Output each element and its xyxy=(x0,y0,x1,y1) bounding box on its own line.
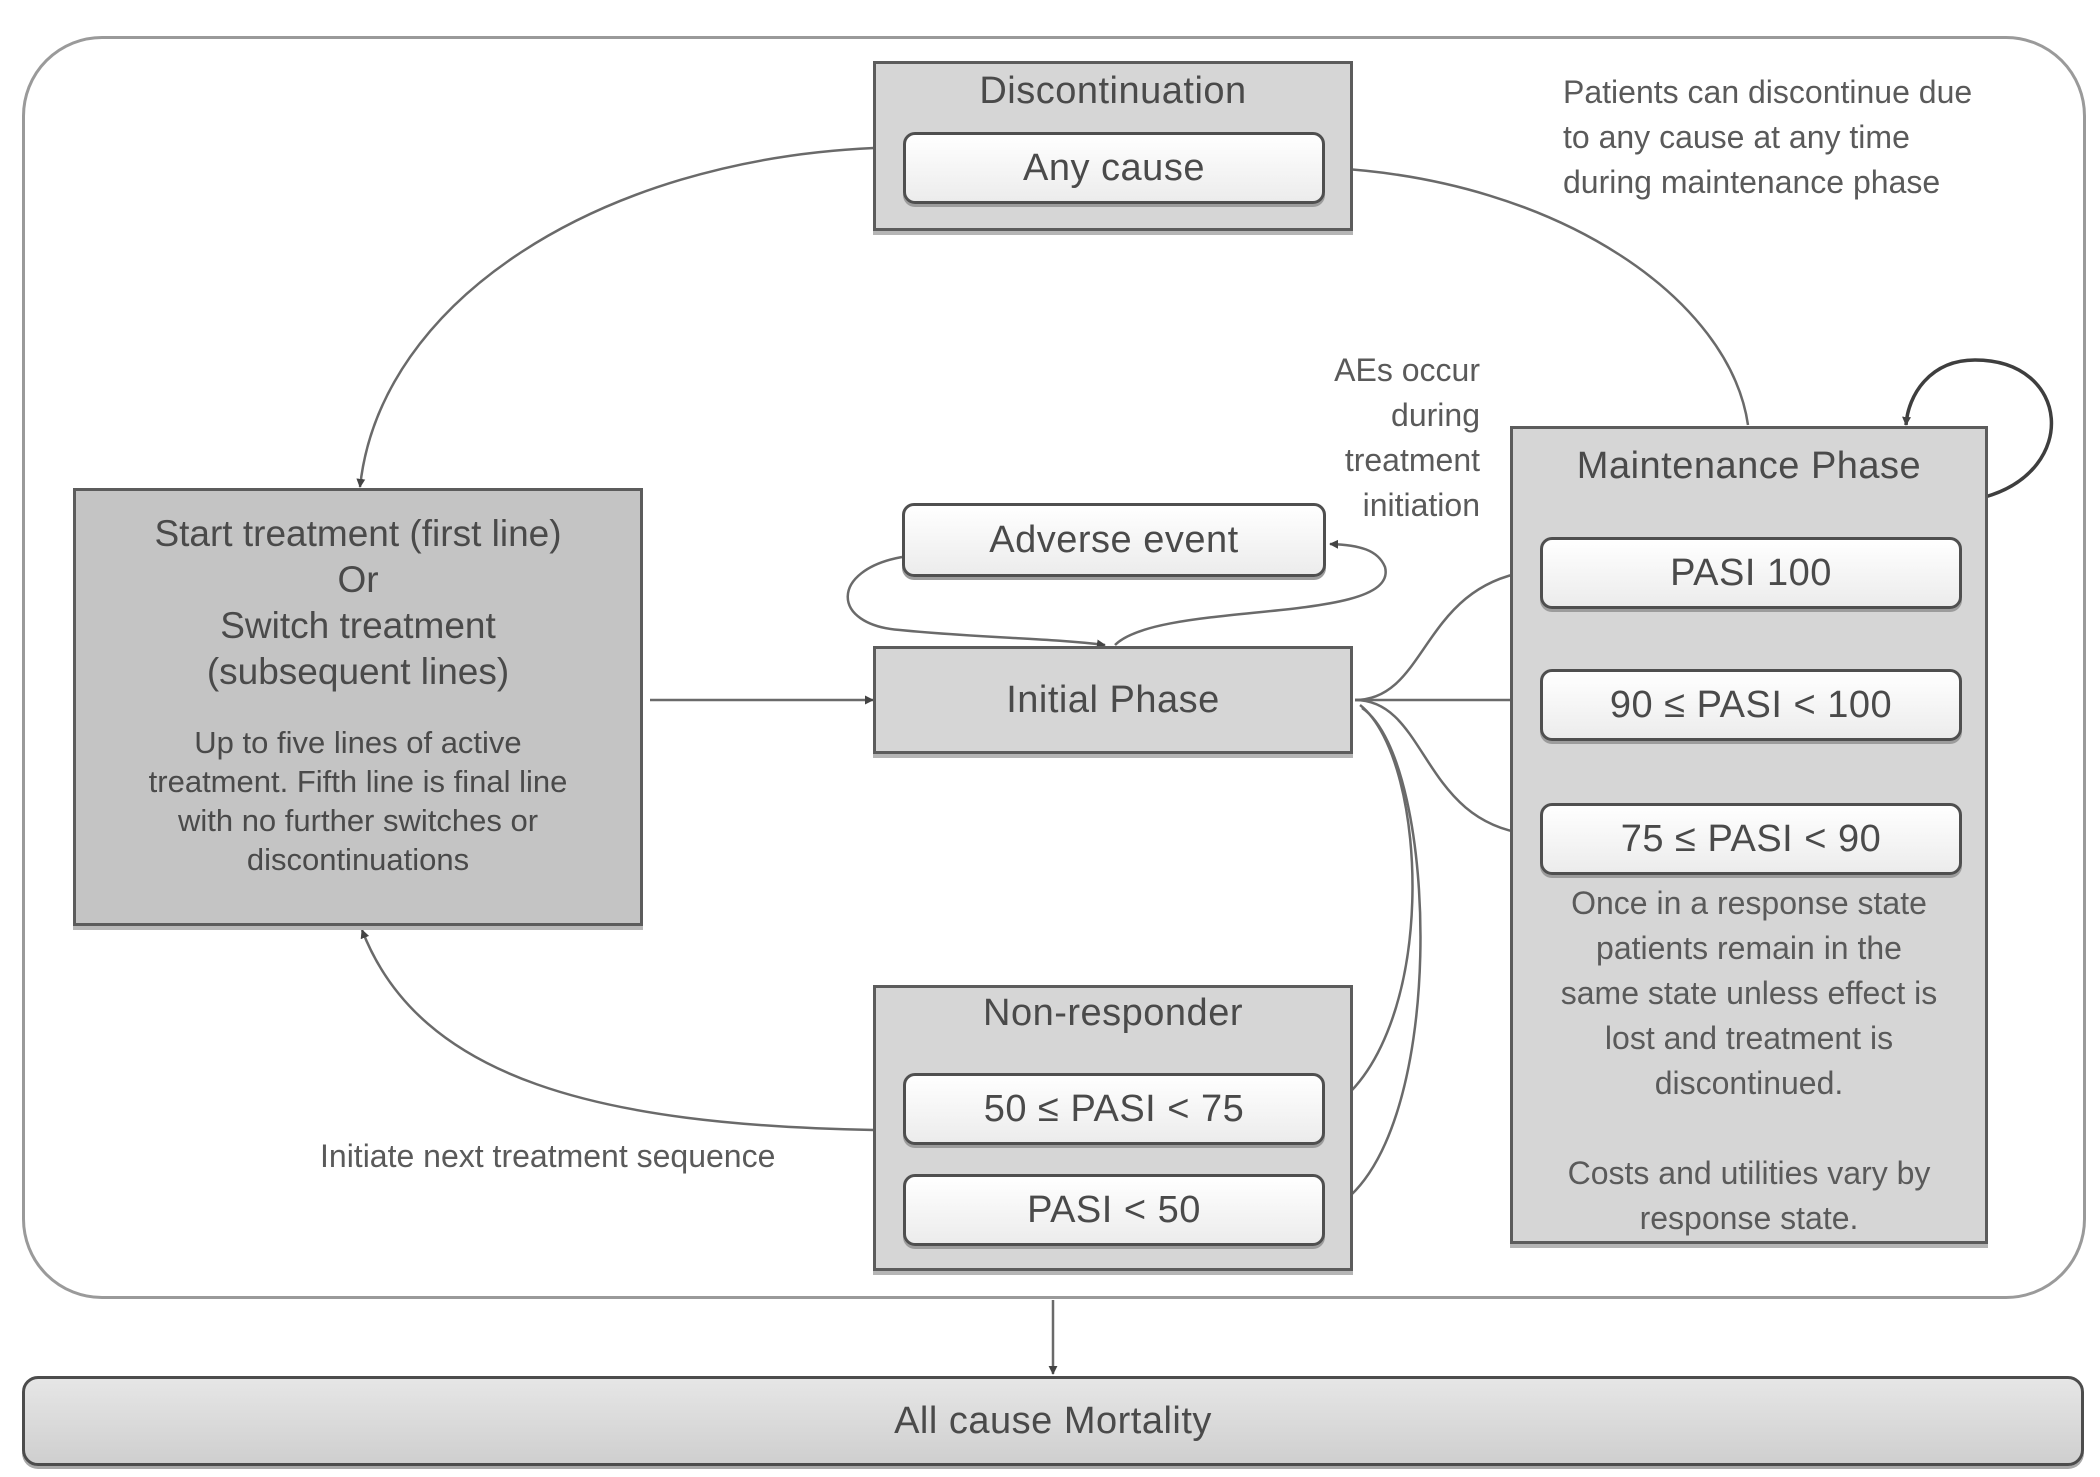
discontinuation-title: Discontinuation xyxy=(979,70,1247,112)
discontinuation-box: Discontinuation Any cause xyxy=(873,61,1353,231)
maintenance-phase-box: Maintenance Phase PASI 100 90 ≤ PASI < 1… xyxy=(1510,426,1988,1244)
initial-phase-box: Initial Phase xyxy=(873,646,1353,754)
adverse-event-state: Adverse event xyxy=(902,503,1326,577)
start-treatment-note: Up to five lines of active treatment. Fi… xyxy=(148,725,568,877)
arrow-maintenance-to-discontinuation xyxy=(1329,163,1750,426)
arrow-maintenance-self-loop xyxy=(1902,358,2053,499)
arrow-nonresponder-to-start xyxy=(360,929,875,1132)
arrow-discontinuation-to-start xyxy=(356,146,875,488)
pasi-100-state: PASI 100 xyxy=(1540,537,1962,609)
start-treatment-box: Start treatment (first line) Or Switch t… xyxy=(73,488,643,926)
maintenance-phase-title: Maintenance Phase xyxy=(1576,445,1922,487)
pasi-50-75-state: 50 ≤ PASI < 75 xyxy=(903,1073,1325,1145)
arrow-initial-to-adverse xyxy=(1114,539,1387,646)
non-responder-title: Non-responder xyxy=(983,992,1243,1034)
arrow-initial-to-pasi100 xyxy=(1354,566,1541,702)
start-treatment-label: Start treatment (first line) Or Switch t… xyxy=(154,513,562,692)
initial-phase-label: Initial Phase xyxy=(1006,678,1220,721)
discontinuation-note: Patients can discontinue due to any caus… xyxy=(1563,74,1973,200)
mortality-box: All cause Mortality xyxy=(22,1376,2084,1466)
non-responder-box: Non-responder 50 ≤ PASI < 75 PASI < 50 xyxy=(873,985,1353,1271)
model-boundary xyxy=(22,36,2086,1299)
pasi-90-100-state: 90 ≤ PASI < 100 xyxy=(1540,669,1962,741)
arrow-adverse-to-initial xyxy=(846,555,1106,649)
arrow-initial-to-pasi-under50 xyxy=(1329,706,1422,1212)
pasi-75-90-state: 75 ≤ PASI < 90 xyxy=(1540,803,1962,875)
maintenance-note: Once in a response state patients remain… xyxy=(1560,885,1938,1236)
mortality-label: All cause Mortality xyxy=(894,1399,1212,1442)
next-sequence-note: Initiate next treatment sequence xyxy=(320,1138,776,1174)
arrow-initial-to-pasi50-75 xyxy=(1327,704,1414,1112)
any-cause-state: Any cause xyxy=(903,132,1325,204)
arrow-initial-to-pasi75 xyxy=(1354,698,1541,840)
ae-note: AEs occur during treatment initiation xyxy=(1334,352,1480,523)
pasi-under-50-state: PASI < 50 xyxy=(903,1174,1325,1246)
